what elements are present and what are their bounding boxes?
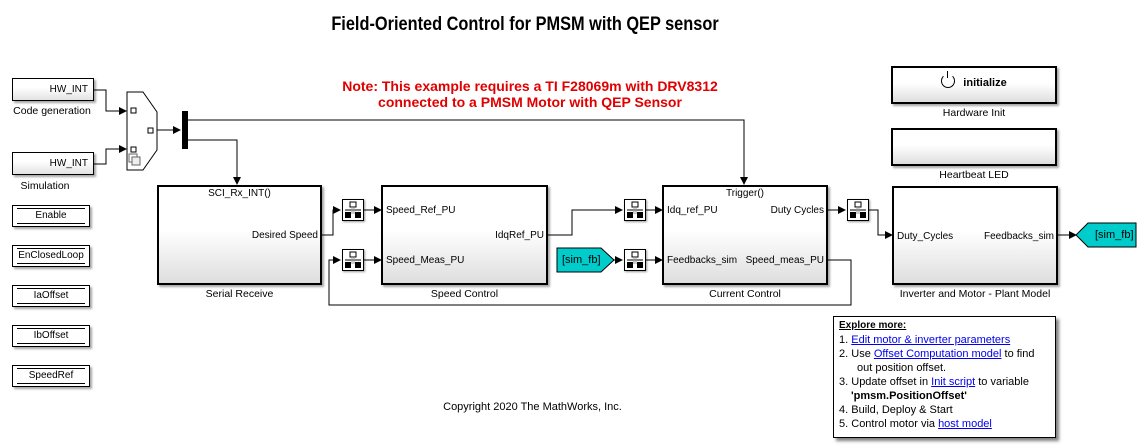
offset-computation-link[interactable]: Offset Computation model [873,348,1002,360]
rate-transition-4[interactable] [624,249,646,271]
hardware-note: Note: This example requires a TI F28069m… [300,78,760,110]
heartbeat-led-block[interactable] [891,128,1057,166]
idqref-port: IdqRef_PU [495,230,544,241]
serial-receive-label: Serial Receive [205,288,274,300]
rate-transition-icon [627,251,643,268]
explore-item-1: 1. Edit motor & inverter parameters [839,334,1011,346]
rate-transition-5[interactable] [847,199,869,221]
rate-transition-2[interactable] [342,249,364,271]
trigger-port: Trigger() [726,188,764,199]
init-script-link[interactable]: Init script [931,376,976,388]
speed-meas-out-port: Speed_meas_PU [745,255,824,266]
rate-transition-1[interactable] [342,199,364,221]
speed-control-label: Speed Control [430,288,499,300]
rate-transition-icon [850,201,866,218]
edit-params-link[interactable]: Edit motor & inverter parameters [851,334,1011,346]
feedbacks-sim-in-port: Feedbacks_sim [667,255,738,266]
explore-item-3-cont: 'pmsm.PositionOffset' [851,390,967,402]
speed-ref-port: Speed_Ref_PU [386,205,456,216]
duty-cycles-port: Duty Cycles [770,205,824,216]
data-store-speedref[interactable]: SpeedRef [12,365,90,387]
speed-control-block[interactable]: Speed_Ref_PU Speed_Meas_PU IdqRef_PU [381,185,548,285]
rate-transition-icon [345,251,361,268]
wire-bar-to-sci [188,139,241,185]
idq-ref-port: Idq_ref_PU [667,205,718,216]
diagram-title: Field-Oriented Control for PMSM with QEP… [331,14,719,35]
sci-trigger-port: SCI_Rx_INT() [208,188,271,199]
current-control-label: Current Control [709,288,781,300]
hw-int-simulation-block[interactable]: HW_INT [12,152,94,175]
host-model-link[interactable]: host model [938,418,992,430]
explore-item-5: 5. Control motor via host model [839,418,992,430]
goto-tag-shape [1075,222,1137,248]
bus-bar [182,111,188,149]
data-store-iaoffset[interactable]: IaOffset [12,285,90,307]
simulation-label: Simulation [20,180,70,192]
goto-tag-sim-fb[interactable]: [sim_fb] [1095,229,1134,241]
explore-item-2-cont: out position offset. [857,362,947,374]
initialize-label: initialize [963,77,1007,89]
data-store-enable[interactable]: Enable [12,205,90,227]
data-store-enclosedloop[interactable]: EnClosedLoop [12,245,90,267]
serial-receive-block[interactable]: SCI_Rx_INT() Desired Speed [157,185,322,285]
note-line-2: connected to a PMSM Motor with QEP Senso… [378,94,682,110]
wire-codegen-to-merge [94,89,127,115]
wire-idqref [548,206,623,236]
plant-model-block[interactable]: Duty_Cycles Feedbacks_sim [892,186,1058,285]
heartbeat-led-label: Heartbeat LED [939,169,1009,181]
explore-item-3: 3. Update offset in Init script to varia… [839,376,1029,388]
note-line-1: Note: This example requires a TI F28069m… [342,78,718,94]
explore-header: Explore more: [839,320,907,331]
explore-item-4: 4. Build, Deploy & Start [839,404,953,416]
wire-bar-to-trigger [188,119,748,185]
wire-speed-feedback [328,256,852,306]
feedbacks-sim-out-port: Feedbacks_sim [983,231,1054,242]
rate-transition-3[interactable] [624,199,646,221]
rate-transition-icon [627,201,643,218]
explore-item-2: 2. Use Offset Computation model to find [839,348,1035,360]
from-tag-sim-fb[interactable]: [sim_fb] [562,254,601,266]
current-control-block[interactable]: Trigger() Idq_ref_PU Feedbacks_sim Duty … [662,185,828,285]
plant-model-label: Inverter and Motor - Plant Model [899,288,1051,300]
hw-int-codegen-block[interactable]: HW_INT [12,78,94,101]
merge-block[interactable] [126,91,158,171]
rate-transition-icon [345,201,361,218]
speed-meas-port: Speed_Meas_PU [386,255,465,266]
codegen-label: Code generation [13,105,91,117]
from-tag-shape [556,247,615,273]
copyright-text: Copyright 2020 The MathWorks, Inc. [443,401,622,413]
wire-desired-speed [322,206,341,236]
hardware-init-block[interactable]: initialize [891,66,1057,104]
data-store-iboffset[interactable]: IbOffset [12,325,90,347]
hardware-init-label: Hardware Init [942,107,1006,119]
wire-rt5-to-plant [869,209,893,239]
duty-cycles-in-port: Duty_Cycles [897,231,954,242]
explore-more-panel: Explore more: 1. Edit motor & inverter p… [833,316,1056,438]
wire-sim-to-merge [94,145,127,165]
desired-speed-port: Desired Speed [251,230,318,241]
power-icon [941,71,956,88]
